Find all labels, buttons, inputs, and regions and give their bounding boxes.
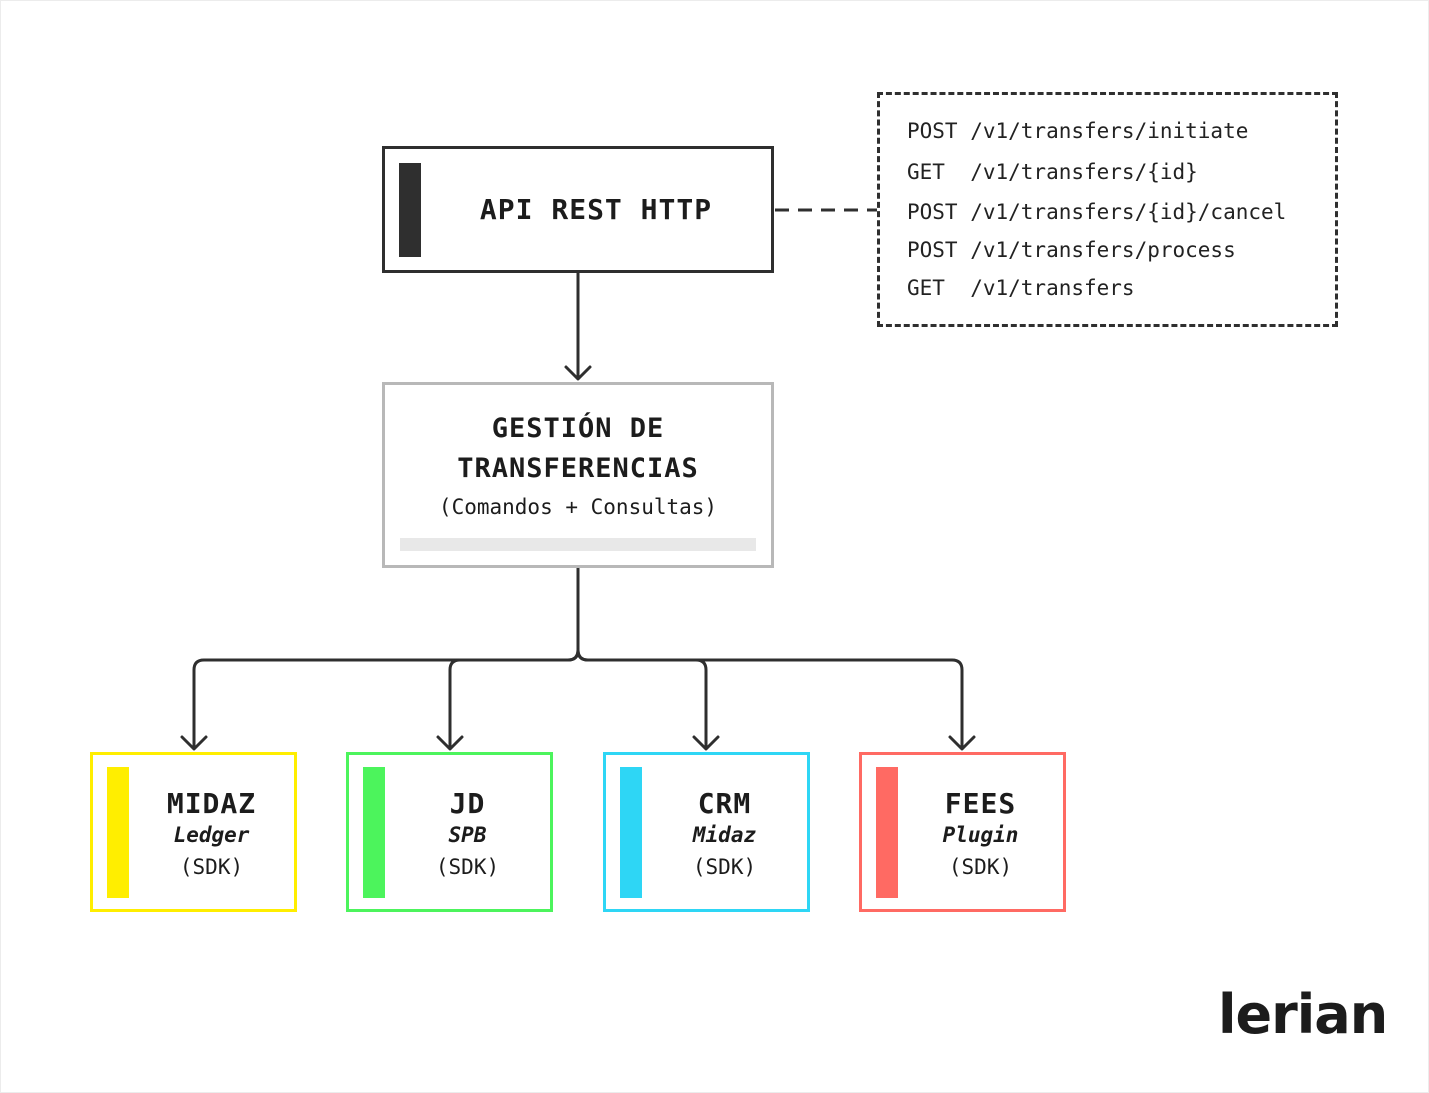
gestion-title-line2: TRANSFERENCIAS (457, 453, 699, 484)
arrowhead-fees (948, 735, 976, 751)
service-subtitle: Plugin (942, 823, 1019, 847)
service-kind: (SDK) (948, 855, 1013, 879)
service-name: CRM (697, 787, 752, 820)
service-subtitle: Ledger (173, 823, 250, 847)
lerian-logo: lerian (1218, 983, 1388, 1046)
endpoints-box: POST /v1/transfers/initiate GET /v1/tran… (877, 92, 1338, 327)
gestion-title-line1: GESTIÓN DE (491, 413, 665, 444)
gestion-subtitle: (Comandos + Consultas) (438, 495, 718, 519)
endpoint-item: POST /v1/transfers/process (907, 238, 1236, 262)
arrowhead-midaz (180, 735, 208, 751)
endpoint-item: GET /v1/transfers/{id} (907, 160, 1198, 184)
endpoint-item: POST /v1/transfers/initiate (907, 119, 1249, 143)
gestion-footer-bar (400, 538, 756, 551)
endpoint-item: GET /v1/transfers (907, 276, 1135, 300)
branch-fees-connector (576, 648, 964, 750)
service-kind: (SDK) (692, 855, 757, 879)
branch-jd-connector (448, 648, 580, 750)
service-subtitle: Midaz (692, 823, 757, 847)
gestion-trunk-connector (192, 566, 580, 750)
branch-crm-connector (576, 648, 708, 750)
api-title: API REST HTTP (479, 193, 713, 226)
arrowhead-jd (436, 735, 464, 751)
service-accent-bar (107, 767, 129, 898)
service-kind: (SDK) (435, 855, 500, 879)
service-kind: (SDK) (179, 855, 244, 879)
service-name: JD (449, 787, 486, 820)
arrowhead-crm (692, 735, 720, 751)
service-box-fees: FEES Plugin (SDK) (859, 752, 1066, 912)
api-accent-bar (399, 163, 421, 257)
service-subtitle: SPB (448, 823, 487, 847)
service-accent-bar (876, 767, 898, 898)
service-box-crm: CRM Midaz (SDK) (603, 752, 810, 912)
gestion-transferencias-box: GESTIÓN DE TRANSFERENCIAS (Comandos + Co… (382, 382, 774, 568)
service-name: MIDAZ (166, 787, 257, 820)
service-accent-bar (620, 767, 642, 898)
api-rest-box: API REST HTTP (382, 146, 774, 273)
service-box-midaz: MIDAZ Ledger (SDK) (90, 752, 297, 912)
endpoint-item: POST /v1/transfers/{id}/cancel (907, 200, 1287, 224)
service-box-jd: JD SPB (SDK) (346, 752, 553, 912)
api-to-gestion-arrowhead (564, 365, 592, 381)
service-accent-bar (363, 767, 385, 898)
service-name: FEES (944, 787, 1017, 820)
